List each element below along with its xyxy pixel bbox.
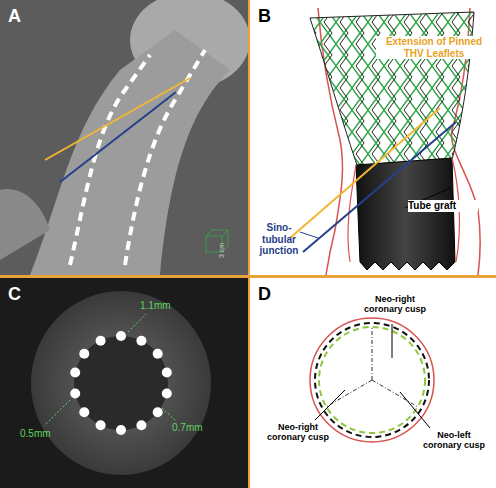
panel-letter: B bbox=[258, 6, 282, 27]
cusp-label: Neo-left coronary cusp bbox=[418, 430, 490, 451]
panel-letter: C bbox=[8, 284, 32, 305]
cusp-label: Neo-right coronary cusp bbox=[262, 422, 334, 443]
cusp-label: Neo-right coronary cusp bbox=[355, 294, 435, 315]
panel-letter: A bbox=[8, 6, 32, 27]
cusp-schematic bbox=[250, 278, 496, 488]
panel-letter: D bbox=[258, 284, 282, 305]
dimension-label: 0.5mm bbox=[20, 428, 60, 440]
callout-label: Tube graft bbox=[408, 200, 478, 212]
dimension-label: 1.1mm bbox=[140, 300, 180, 312]
dimension-label: 0.7mm bbox=[172, 422, 212, 434]
valve-schematic bbox=[250, 0, 496, 275]
ct-short-axis bbox=[0, 278, 248, 488]
ct-long-axis bbox=[0, 0, 250, 275]
callout-label: Extension of Pinned THV Leaflets bbox=[376, 36, 492, 59]
callout-label: Sino-tubular junction bbox=[256, 222, 302, 257]
scale-label: 3 cm bbox=[218, 228, 226, 258]
